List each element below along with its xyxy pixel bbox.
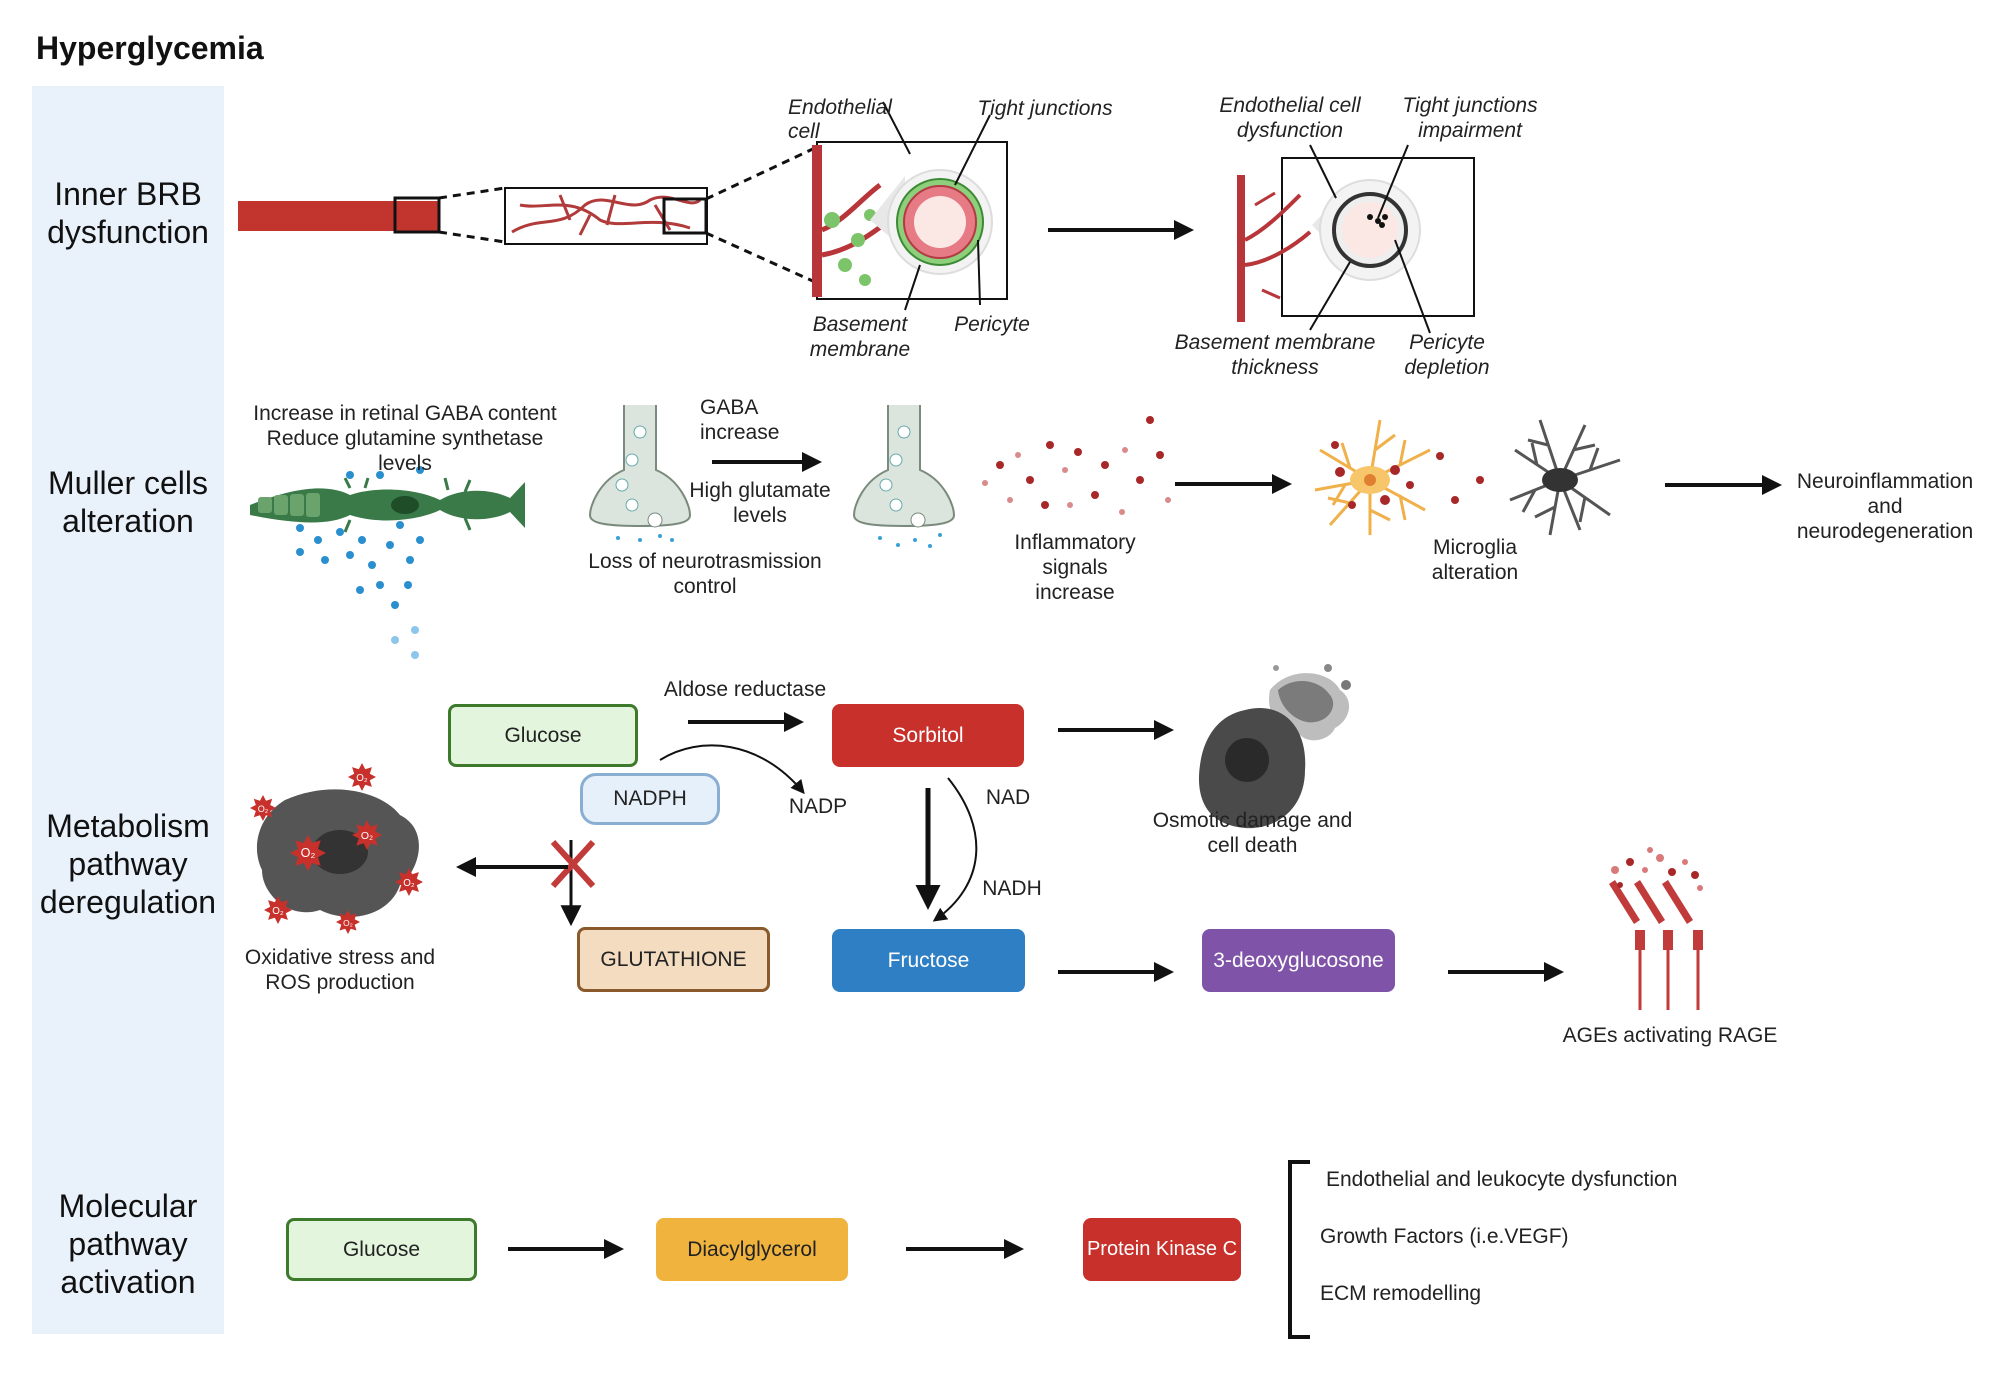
label-loss-control: Loss of neurotrasmission control <box>588 550 822 598</box>
glucose-box-2: Glucose <box>286 1218 477 1281</box>
capillary-cross-section-damaged <box>1237 157 1475 322</box>
dying-cell-icon <box>1198 664 1351 829</box>
glucose-box: Glucose <box>448 704 638 767</box>
label-basement-membrane: Basement membrane <box>809 313 911 361</box>
thickness-pointer <box>1309 261 1351 331</box>
ros-star-icon <box>336 910 360 934</box>
impairment-pointer <box>1377 144 1409 219</box>
ros-star-icon <box>352 820 382 850</box>
ros-stars: O₂ O₂ O₂ O₂ O₂ O₂ O₂ <box>250 763 423 934</box>
label-nadh: NADH <box>982 877 1042 900</box>
outcome-bracket <box>1288 1160 1310 1339</box>
nad-nadh-arrow <box>932 777 978 922</box>
glutamate-dots <box>296 466 424 659</box>
capillary-cross-section-healthy <box>812 141 1008 300</box>
label-aldose-reductase: Aldose reductase <box>663 678 827 701</box>
label-neuroinflammation: Neuroinflammation and neurodegeneration <box>1796 470 1974 543</box>
endothelial-pointer <box>882 101 911 155</box>
outcome-item: ECM remodelling <box>1320 1282 1482 1305</box>
ros-star-icon <box>290 835 326 871</box>
label-nadp: NADP <box>788 795 848 818</box>
label-oxidative: Oxidative stress and ROS production <box>244 946 436 994</box>
label-microglia: Microglia alteration <box>1431 536 1519 584</box>
nadph-box: NADPH <box>580 773 720 825</box>
row-label-muller: Muller cells alteration <box>47 465 209 539</box>
ros-star-label: O₂ <box>272 906 284 917</box>
row-label-sidebar <box>32 86 224 1334</box>
ros-star-icon <box>264 896 292 924</box>
outcome-item: Endothelial and leukocyte dysfunction <box>1326 1168 1678 1191</box>
nadph-nadp-arrow <box>659 744 805 795</box>
depletion-pointer <box>1394 239 1431 334</box>
ros-star-icon <box>250 795 276 821</box>
label-tight-junctions-impairment: Tight junctions impairment <box>1402 94 1538 142</box>
row-label-metabolism: Metabolism pathway deregulation <box>39 808 217 920</box>
label-basement-thickness: Basement membrane thickness <box>1174 331 1376 379</box>
label-nad: NAD <box>985 786 1031 809</box>
fructose-box: Fructose <box>832 929 1025 992</box>
page-title: Hyperglycemia <box>36 30 264 66</box>
ros-star-icon <box>395 868 423 896</box>
muller-cell-icon <box>250 477 525 533</box>
ros-star-icon <box>348 763 376 791</box>
synapse-terminal-icon-2 <box>852 405 956 548</box>
microglia-icon <box>1314 419 1621 536</box>
pkc-box: Protein Kinase C <box>1083 1218 1241 1281</box>
label-osmotic: Osmotic damage and cell death <box>1152 809 1353 857</box>
label-inflammatory: Inflammatory signals increase <box>1014 531 1136 604</box>
label-endothelial-dysfunction: Endothelial cell dysfunction <box>1219 94 1361 142</box>
dysfunction-pointer <box>1309 144 1337 199</box>
ros-cell-icon <box>256 789 419 917</box>
rage-receptor-icon <box>1609 847 1703 1010</box>
outcome-item: Growth Factors (i.e.VEGF) <box>1320 1225 1569 1248</box>
label-pericyte: Pericyte <box>954 313 1030 336</box>
retinal-vessel-icon <box>238 146 816 284</box>
glutathione-box: GLUTATHIONE <box>577 927 770 992</box>
label-endothelial-cell: Endothelial cell <box>788 96 892 143</box>
ros-star-label: O₂ <box>258 804 269 814</box>
label-tight-junctions: Tight junctions <box>977 97 1113 120</box>
label-ages: AGEs activating RAGE <box>1562 1024 1778 1047</box>
block-cross-icon <box>550 839 596 889</box>
pericyte-pointer <box>977 239 981 306</box>
tight-junction-pointer <box>954 114 991 186</box>
label-high-glutamate: High glutamate levels <box>689 479 831 527</box>
row-label-molecular: Molecular pathway activation <box>58 1188 198 1300</box>
synapse-terminal-icon <box>588 405 692 542</box>
basement-pointer <box>904 264 921 311</box>
ros-star-label: O₂ <box>343 918 353 928</box>
sorbitol-box: Sorbitol <box>832 704 1024 767</box>
ros-star-label: O₂ <box>356 773 368 784</box>
diacylglycerol-box: Diacylglycerol <box>656 1218 848 1281</box>
deoxyglucosone-box: 3-deoxyglucosone <box>1202 929 1395 992</box>
label-pericyte-depletion: Pericyte depletion <box>1404 331 1490 379</box>
ros-star-label: O₂ <box>403 878 415 889</box>
ros-star-label: O₂ <box>361 830 373 842</box>
inflammatory-dots <box>982 416 1171 515</box>
label-gaba-increase: GABA increase <box>700 396 780 444</box>
ros-star-label: O₂ <box>301 846 316 860</box>
row-label-brb: Inner BRB dysfunction <box>47 176 209 250</box>
label-gaba-content: Increase in retinal GABA content Reduce … <box>253 402 557 475</box>
